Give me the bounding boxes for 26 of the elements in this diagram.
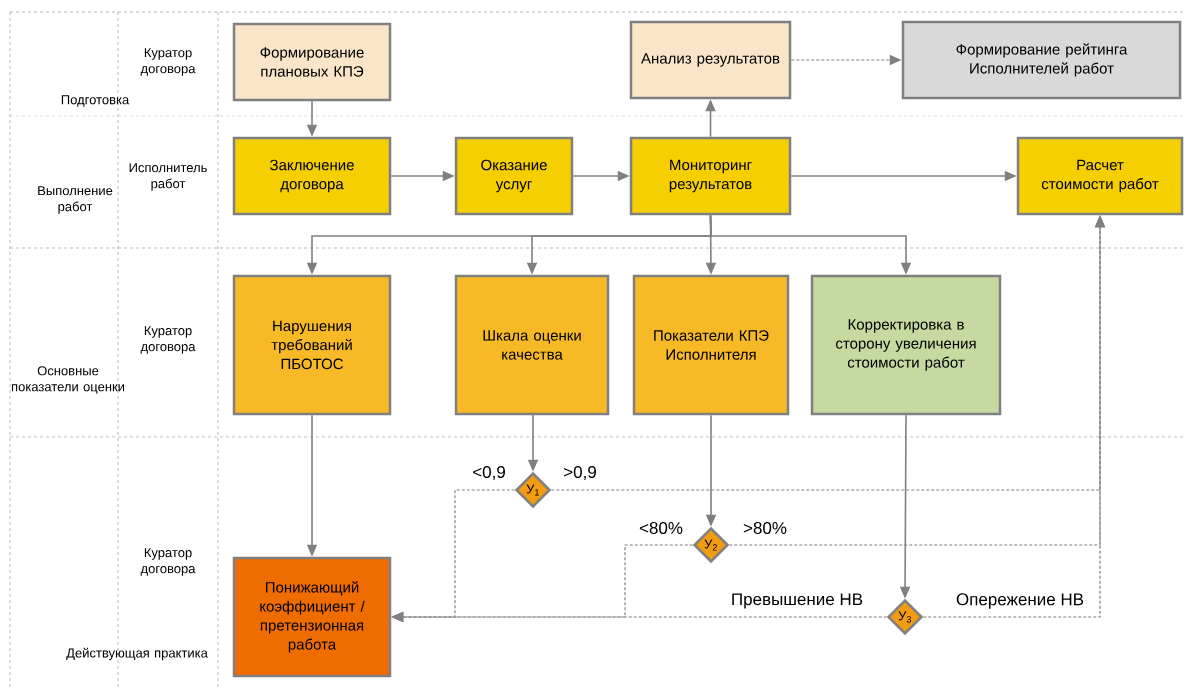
process-box: Заключение договора [232,136,392,216]
process-box: Нарушения требований ПБОТОС [232,274,392,416]
process-box: Понижающий коэффициент / претензионная работа [232,556,392,678]
process-box: Мониторинг результатов [629,136,792,216]
lane-label: Выполнение работ [38,186,113,214]
process-box: Шкала оценки качества [454,274,610,416]
lane-label: Исполнитель работ [129,163,207,191]
process-box: Формирование рейтинга Исполнителей работ [901,20,1182,100]
edge-label: >0,9 [562,464,598,481]
lane-label: Куратор договора [140,548,196,576]
lane-label: Основные показатели оценки [11,366,125,394]
process-box: Корректировка в сторону увеличения стоимости работ [810,274,1002,416]
edge-label: <0,9 [471,464,507,481]
lane-label: Подготовка [61,95,130,107]
process-box: Расчет стоимости работ [1016,136,1184,216]
process-box: Анализ результатов [629,20,792,100]
lane-label: Куратор договора [140,48,196,76]
edge-label: >80% [742,521,788,535]
edge-label: Опережение НВ [954,592,1086,610]
process-box: Формирование плановых КПЭ [232,22,392,102]
process-box: Оказание услуг [454,136,574,216]
edge-label: Превышение НВ [729,592,865,610]
process-box: Показатели КПЭ Исполнителя [632,274,790,416]
lane-label: Действующая практика [66,647,208,661]
edge-label: <80% [638,521,684,535]
lane-label: Куратор договора [140,326,196,354]
